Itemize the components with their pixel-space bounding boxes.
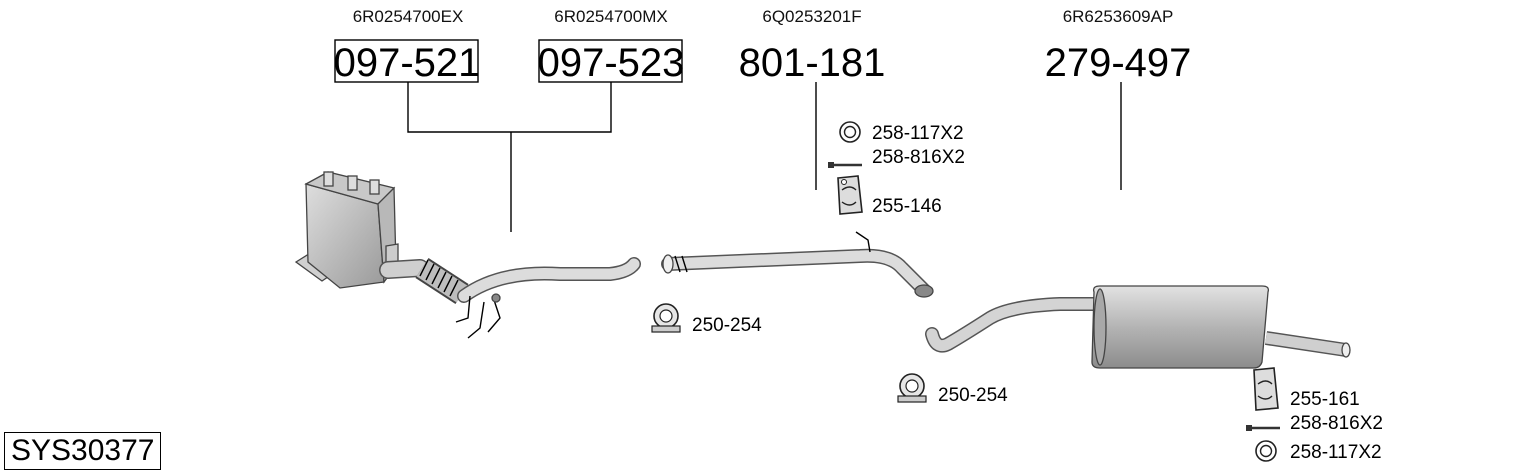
pipe-clamp-icon <box>651 303 681 333</box>
accessory-250-254-right[interactable]: 250-254 <box>897 373 1008 406</box>
rubber-hanger-icon <box>837 175 863 215</box>
oem-code: 6R0254700MX <box>554 7 667 26</box>
accessory-258-117x2-front[interactable]: 258-117X2 <box>839 121 964 144</box>
accessory-258-816x2-front[interactable]: 258-816X2 <box>828 147 965 168</box>
dpf-catalyst-illustration[interactable] <box>294 171 641 339</box>
accessory-number: 255-161 <box>1290 389 1360 410</box>
part-number-box <box>334 39 479 83</box>
accessory-number: 250-254 <box>938 385 1008 406</box>
accessory-number: 258-117X2 <box>1290 442 1382 463</box>
part-097-523-callout[interactable]: 6R0254700MX 097-523 <box>538 7 685 85</box>
rubber-hanger-icon <box>1253 367 1279 411</box>
part-279-497-callout[interactable]: 6R6253609AP 279-497 <box>1045 7 1192 85</box>
part-097-521-callout[interactable]: 6R0254700EX 097-521 <box>334 7 481 85</box>
bolt-icon <box>1246 425 1280 431</box>
accessory-255-161[interactable]: 255-161 <box>1253 367 1360 411</box>
accessory-250-254-left[interactable]: 250-254 <box>651 303 762 336</box>
bolt-icon <box>828 162 862 168</box>
part-number: 279-497 <box>1045 41 1192 85</box>
accessory-number: 255-146 <box>872 196 942 217</box>
leader-line-dpf <box>407 82 612 133</box>
flex-joint <box>415 257 469 305</box>
accessory-number: 258-117X2 <box>872 123 964 144</box>
accessory-258-816x2-rear[interactable]: 258-816X2 <box>1246 413 1383 434</box>
oem-code: 6R0254700EX <box>353 7 464 26</box>
accessory-258-117x2-rear[interactable]: 258-117X2 <box>1255 440 1382 463</box>
accessory-number: 258-816X2 <box>872 147 965 168</box>
oem-code: 6R6253609AP <box>1063 7 1174 26</box>
oem-code: 6Q0253201F <box>762 7 861 26</box>
accessory-number: 258-816X2 <box>1290 413 1383 434</box>
rear-silencer-illustration[interactable] <box>925 285 1351 369</box>
front-pipe-illustration[interactable] <box>661 231 934 298</box>
part-801-181-callout[interactable]: 6Q0253201F 801-181 <box>739 7 886 85</box>
part-number: 097-521 <box>334 41 481 85</box>
pipe-clamp-icon <box>897 373 927 403</box>
accessory-number: 250-254 <box>692 315 762 336</box>
ring-gasket-icon <box>839 121 861 143</box>
accessory-255-146[interactable]: 255-146 <box>837 175 942 217</box>
part-number: 801-181 <box>739 41 886 85</box>
part-number: 097-523 <box>538 41 685 85</box>
leader-lines <box>407 82 1122 232</box>
ring-gasket-icon <box>1255 440 1277 462</box>
system-code-label: SYS30377 <box>4 432 162 470</box>
